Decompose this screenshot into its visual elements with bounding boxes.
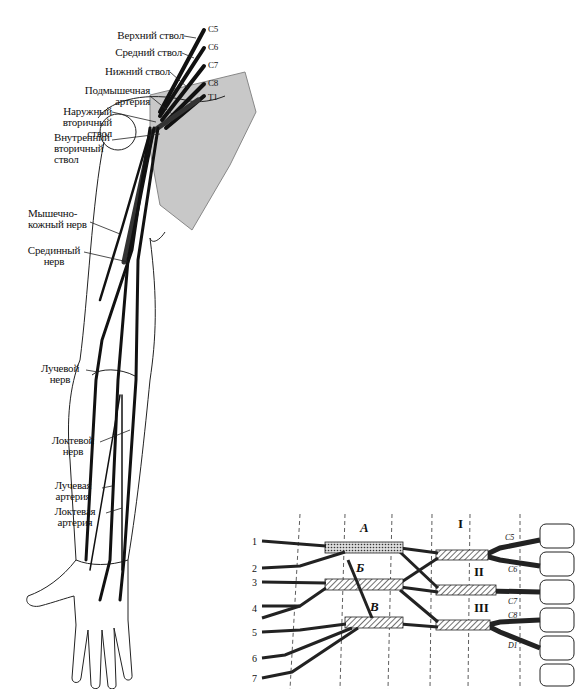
branch	[262, 541, 326, 546]
arm-outline	[128, 238, 155, 560]
zone-label: В	[370, 601, 386, 612]
divisions	[400, 548, 438, 627]
dashed-dividers	[290, 514, 520, 689]
radial-artery	[90, 395, 120, 570]
nerve-label: Мышечно-кожный нерв	[28, 208, 94, 230]
upper-trunk	[436, 550, 488, 560]
vertebra	[540, 608, 574, 632]
branch	[262, 628, 352, 658]
vertebra	[540, 524, 574, 548]
division	[400, 590, 438, 622]
artery-label: Локтевая артерия	[42, 506, 108, 528]
divider	[468, 514, 470, 689]
branch	[262, 624, 346, 632]
division	[400, 548, 438, 553]
branches	[262, 541, 372, 678]
vertebra	[540, 552, 574, 576]
root-label: C7	[208, 60, 232, 71]
root	[485, 540, 540, 555]
zone-label: Б	[356, 562, 372, 573]
cord-label: Внутренний вторичный ствол	[54, 132, 120, 165]
leader-line	[90, 222, 120, 234]
divider	[430, 514, 432, 689]
callout-number: 2	[252, 563, 262, 574]
ulnar-nerve	[120, 128, 158, 600]
divider	[290, 514, 300, 689]
vertebra	[540, 664, 574, 686]
middle-trunk	[436, 585, 496, 595]
zone-label: II	[474, 566, 494, 577]
nerve-label: Локтевой нерв	[44, 435, 102, 457]
medial-cord	[345, 617, 403, 628]
arm-drawing	[27, 72, 256, 689]
zone-label: А	[360, 522, 376, 533]
root	[485, 556, 540, 566]
callout-number: 7	[252, 673, 262, 684]
root-label: C6	[508, 564, 528, 575]
artery-label: Подмышечная артерия	[62, 85, 150, 107]
ulnar-artery	[121, 395, 123, 570]
artery-label: Лучевая артерия	[42, 480, 104, 502]
branch	[262, 582, 326, 583]
leader-line	[112, 112, 156, 122]
root-label: C7	[508, 596, 528, 607]
divider	[520, 514, 521, 689]
lateral-cord	[325, 542, 403, 553]
leader-line	[170, 72, 188, 88]
scheme	[262, 514, 574, 689]
armpit	[150, 232, 165, 241]
root-label: C5	[208, 24, 232, 35]
leader-line	[112, 134, 160, 140]
leader-line	[100, 430, 130, 442]
root-label: C5	[505, 532, 525, 543]
division	[400, 552, 438, 588]
trunk-label: Верхний ствол	[110, 30, 184, 41]
zone-label: III	[474, 602, 498, 613]
scapula	[150, 72, 256, 230]
trunks	[436, 550, 496, 630]
division	[400, 624, 438, 627]
root	[488, 620, 540, 625]
root-label: C8	[508, 610, 528, 621]
vertebra	[540, 636, 574, 660]
leader-line	[86, 370, 98, 372]
divider	[340, 514, 345, 689]
branch	[262, 628, 358, 678]
trunk-label: Нижний ствол	[94, 66, 170, 77]
vertebra	[540, 580, 574, 604]
callout-number: 4	[252, 603, 262, 614]
division	[400, 587, 438, 592]
divider	[388, 514, 392, 689]
branch	[262, 552, 345, 568]
vertebrae	[540, 524, 574, 686]
callout-number: 3	[252, 577, 262, 588]
nerve-label: Срединный нерв	[22, 245, 86, 267]
zone-label: I	[458, 518, 474, 529]
leader-line	[106, 508, 122, 513]
root-label: T1	[208, 92, 232, 103]
branch	[262, 588, 326, 606]
leader-line	[182, 53, 194, 58]
hand	[27, 560, 132, 689]
wrist	[76, 560, 128, 565]
posterior-cord	[325, 579, 403, 590]
leader-line	[150, 96, 172, 114]
branch	[348, 560, 372, 618]
trunk-label: Средний ствол	[108, 47, 182, 58]
nerve-label: Лучевой нерв	[32, 363, 88, 385]
lower-trunk	[436, 620, 490, 630]
callout-number: 5	[252, 627, 262, 638]
callout-number: 1	[252, 536, 262, 547]
root-label: D1	[508, 640, 528, 651]
branch	[262, 606, 300, 618]
callout-number: 6	[252, 653, 262, 664]
root-label: C8	[208, 78, 232, 89]
leader-line	[184, 36, 196, 38]
leader-line	[84, 252, 128, 262]
root-label: C6	[208, 42, 232, 53]
leader-line	[102, 486, 112, 488]
radial-nerve	[86, 128, 150, 560]
